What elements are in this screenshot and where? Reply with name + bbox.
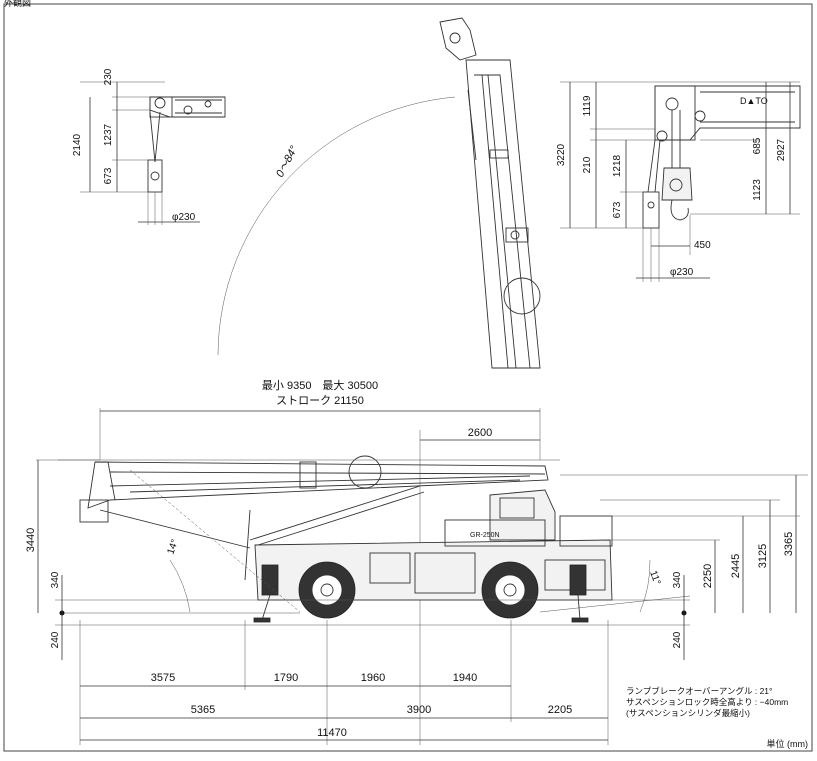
dim-3575: 3575 (151, 672, 175, 684)
note-suspension-lock: サスペンションロック時全高より : −40mm (626, 697, 788, 707)
right-hook-dim-450: 450 (694, 240, 711, 251)
right-height-2445: 2445 (730, 554, 742, 578)
left-hook-diameter: φ230 (172, 212, 196, 223)
stroke-min-max: 最小 9350 最大 30500 (262, 378, 378, 392)
rear-angle-label: 11° (647, 569, 662, 586)
crane-side-view: GR-250N (79, 455, 613, 623)
right-hook-dim-673: 673 (612, 201, 623, 218)
left-height-3440: 3440 (25, 528, 37, 552)
right-height-3365: 3365 (783, 532, 795, 556)
right-hook-drawing: D▲TO (560, 81, 801, 282)
right-hook-dim-210: 210 (582, 156, 593, 173)
left-hook-drawing (80, 81, 226, 225)
right-hook-dim-2927: 2927 (776, 138, 787, 161)
model-badge: GR-250N (470, 532, 500, 539)
right-height-340: 340 (672, 571, 683, 588)
left-hook-dim-673: 673 (103, 167, 114, 184)
boom-angle-arc (217, 96, 456, 356)
right-hook-dim-1119: 1119 (582, 95, 593, 116)
front-angle-label: 14° (165, 538, 181, 556)
left-height-240: 240 (50, 631, 61, 648)
drawing-border (3, 3, 813, 752)
note-suspension-cylinder: (サスペンションシリンダ最縮小) (626, 708, 750, 718)
left-hook-dim-1237: 1237 (103, 123, 114, 146)
dim-1940: 1940 (453, 672, 477, 684)
dim-1790: 1790 (274, 672, 298, 684)
boom-head-text: D▲TO (740, 96, 768, 106)
note-ramp-angle: ランプブレークオーバーアングル : 21° (626, 686, 772, 696)
dim-2600: 2600 (468, 427, 492, 439)
unit-label: 単位 (mm) (767, 738, 809, 749)
right-height-240: 240 (672, 631, 683, 648)
right-hook-dim-685: 685 (752, 137, 763, 154)
right-height-2250: 2250 (702, 564, 714, 588)
boom-angle-label: 0～84° (274, 143, 301, 179)
dim-2205: 2205 (548, 704, 572, 716)
right-hook-dim-3220: 3220 (556, 143, 567, 166)
left-hook-dim-230: 230 (103, 68, 114, 85)
right-height-3125: 3125 (757, 544, 769, 568)
right-hook-dim-1218: 1218 (612, 154, 623, 177)
dim-3900: 3900 (407, 704, 431, 716)
left-height-340: 340 (50, 571, 61, 588)
right-hook-diameter: φ230 (670, 267, 694, 278)
dim-11470: 11470 (317, 727, 347, 739)
vertical-boom-drawing (439, 17, 541, 369)
dim-5365: 5365 (191, 704, 215, 716)
left-hook-dim-2140: 2140 (72, 133, 83, 156)
stroke-label: ストローク 21150 (276, 394, 364, 407)
dim-1960: 1960 (361, 672, 385, 684)
corner-label: 外観図 (4, 0, 31, 8)
right-hook-dim-1123: 1123 (752, 179, 763, 201)
